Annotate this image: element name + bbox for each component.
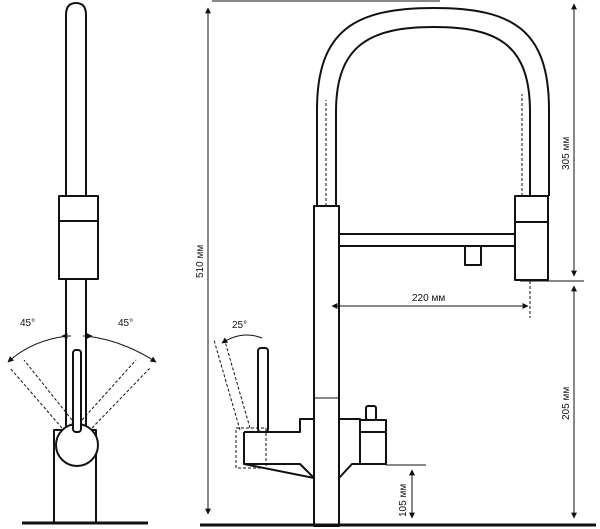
label-height-base: 105 мм xyxy=(398,484,409,517)
front-spray-head xyxy=(58,220,99,280)
side-lever xyxy=(257,347,269,433)
spring-hose-inner xyxy=(335,26,531,206)
front-lever-dashed-left-b xyxy=(23,359,73,421)
front-lever-dashed-right-a xyxy=(91,367,151,429)
front-lever-dashed-left-a xyxy=(9,367,63,429)
front-spray-head-top xyxy=(58,195,99,222)
side-lever-angle-arc xyxy=(221,334,263,344)
label-height-body: 205 мм xyxy=(561,387,572,420)
side-lever-dashed-b xyxy=(223,337,251,429)
label-angle-right: 45° xyxy=(118,318,133,329)
front-lever xyxy=(72,349,82,433)
label-angle-left: 45° xyxy=(20,318,35,329)
spring-hose-outer xyxy=(316,7,550,206)
side-spray-head-top xyxy=(514,195,549,223)
side-main-tube xyxy=(313,205,340,527)
front-spout-tube xyxy=(65,2,87,196)
label-height-spring: 305 мм xyxy=(561,137,572,170)
front-view: 45° 45° xyxy=(7,2,157,525)
front-lever-dashed-right-b xyxy=(81,359,137,421)
side-right-knob-stem xyxy=(365,405,377,421)
label-height-total: 510 мм xyxy=(195,245,206,278)
side-spray-head xyxy=(514,221,549,281)
side-view: 25° 510 мм 305 мм 220 мм 205 мм 105 мм xyxy=(195,0,596,527)
side-right-knob-body xyxy=(359,419,387,465)
front-angle-arc-right xyxy=(85,335,157,363)
side-lever-dashed-a xyxy=(213,339,241,431)
side-body-dashed xyxy=(235,427,267,469)
label-reach: 220 мм xyxy=(412,293,445,304)
front-angle-arc-left xyxy=(7,335,69,363)
label-angle-lever: 25° xyxy=(232,320,247,331)
spray-bracket-clip xyxy=(464,245,482,266)
spray-bracket-arm xyxy=(338,233,516,247)
